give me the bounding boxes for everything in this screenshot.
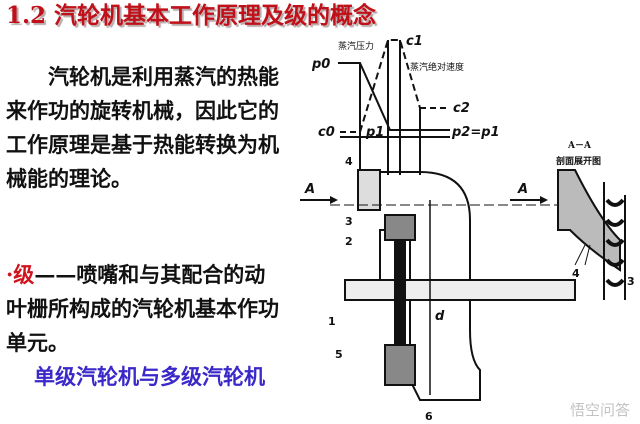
shaft — [344, 279, 576, 301]
label-c0: c0 — [318, 125, 335, 140]
label-p2: p2=p1 — [451, 125, 500, 140]
label-p0: p0 — [311, 57, 330, 72]
label-a-right: A — [517, 182, 528, 197]
section-caption: 剖面展开图 — [556, 155, 601, 167]
pressure-curve — [338, 62, 450, 131]
stage-definition-text: ——喷嘴和与其配合的动叶栅所构成的汽轮机基本作功单元。 — [6, 262, 279, 355]
stage-term: ·级 — [6, 262, 35, 287]
part-2: 2 — [345, 235, 353, 248]
part-4: 4 — [345, 155, 353, 168]
label-d: d — [435, 309, 445, 324]
part-5: 5 — [335, 348, 343, 361]
label-c1: c1 — [406, 34, 423, 49]
section-part-4: 4 — [572, 267, 580, 280]
section-title: A－A — [567, 141, 592, 151]
pressure-label: 蒸汽压力 — [338, 40, 374, 52]
section-part-3: 3 — [627, 275, 635, 288]
part-3: 3 — [345, 215, 353, 228]
slide-title: 1.2 汽轮机基本工作原理及级的概念 — [6, 2, 377, 29]
part-6: 6 — [425, 410, 433, 423]
label-c2: c2 — [453, 101, 470, 116]
part-1: 1 — [328, 315, 336, 328]
label-p1: p1 — [365, 125, 384, 140]
velocity-label: 蒸汽绝对速度 — [410, 61, 464, 73]
subheading: 单级汽轮机与多级汽轮机 — [34, 364, 265, 389]
casing — [360, 171, 481, 401]
intro-paragraph: 汽轮机是利用蒸汽的热能来作功的旋转机械，因此它的工作原理是基于热能转换为机械能的… — [6, 64, 279, 191]
label-a-left: A — [304, 182, 315, 197]
velocity-curve — [359, 39, 421, 133]
watermark: 悟空问答 — [569, 401, 630, 419]
stage-definition: ·级——喷嘴和与其配合的动叶栅所构成的汽轮机基本作功单元。 — [6, 258, 282, 360]
